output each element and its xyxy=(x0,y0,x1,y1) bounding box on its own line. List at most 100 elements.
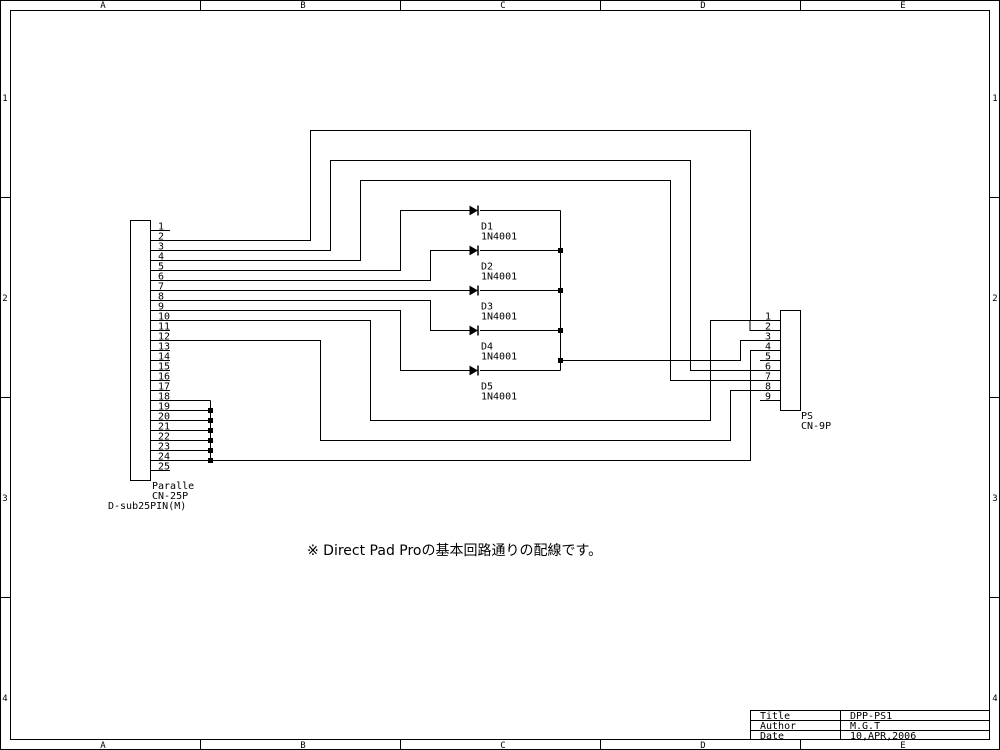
title-value: DPP-PS1 xyxy=(850,711,892,722)
col-label-top: A xyxy=(100,1,106,11)
row-label-left: 4 xyxy=(2,694,7,704)
ps-pin-label: 2 xyxy=(765,322,771,333)
ps-pin-label: 5 xyxy=(765,352,771,363)
col-label-bottom: B xyxy=(300,741,305,750)
circuit-note: ※ Direct Pad Proの基本回路通りの配線です。 xyxy=(307,542,602,559)
diode-triangle xyxy=(469,245,479,256)
diode-symbol xyxy=(469,325,479,336)
parallel-pin-label: 5 xyxy=(158,262,164,273)
col-label-top: D xyxy=(700,1,705,11)
wire-gnd-ps4 xyxy=(170,350,760,461)
junction-dot xyxy=(558,358,563,363)
title-block-text: Title DPP-PS1 Author M.G.T Date 10,APR,2… xyxy=(760,711,916,742)
diode-triangle xyxy=(469,285,479,296)
parallel-pin-label: 9 xyxy=(158,302,164,313)
diode-part: 1N4001 xyxy=(481,232,517,243)
row-label-left: 1 xyxy=(2,94,7,104)
date-label: Date xyxy=(760,731,784,742)
parallel-pin-label: 15 xyxy=(158,362,170,373)
col-label-bottom: C xyxy=(500,741,505,750)
diode-part: 1N4001 xyxy=(481,312,517,323)
wires xyxy=(170,130,760,461)
wire-p3-ps7 xyxy=(170,160,760,371)
col-label-top: C xyxy=(500,1,505,11)
ps-pin-label: 8 xyxy=(765,382,771,393)
ps-connector-body xyxy=(780,310,801,411)
parallel-pin-label: 3 xyxy=(158,242,164,253)
col-label-top: E xyxy=(900,1,905,11)
ps-pin-label: 3 xyxy=(765,332,771,343)
ps-connector-name: PS xyxy=(801,411,813,422)
row-label-right: 3 xyxy=(992,494,997,504)
wire-p10-ps2 xyxy=(170,320,760,421)
ps-pin-label: 6 xyxy=(765,362,771,373)
frame-column-labels: A B C D E A B C D E xyxy=(100,1,905,750)
parallel-pin-label: 2 xyxy=(158,232,164,243)
diode-ref: D5 xyxy=(481,382,493,393)
wire-p5-d1 xyxy=(170,210,470,271)
row-label-left: 3 xyxy=(2,494,7,504)
diode-triangle xyxy=(469,365,479,376)
parallel-pin-label: 20 xyxy=(158,412,170,423)
ps-pin-label: 9 xyxy=(765,392,771,403)
junction-dot xyxy=(208,448,213,453)
diode-ref: D2 xyxy=(481,262,493,273)
diode-symbol xyxy=(469,365,479,376)
parallel-pin-label: 17 xyxy=(158,382,170,393)
wire-p2-ps1 xyxy=(170,130,760,321)
junction-dot xyxy=(558,248,563,253)
parallel-connector-part: CN-25P xyxy=(152,491,188,502)
author-value: M.G.T xyxy=(850,721,880,732)
wire-p4-ps8 xyxy=(170,180,760,381)
wire-p6-d2 xyxy=(170,250,470,281)
parallel-pin-label: 12 xyxy=(158,332,170,343)
row-label-right: 4 xyxy=(992,694,997,704)
parallel-pin-label: 18 xyxy=(158,392,170,403)
parallel-pin-stubs xyxy=(150,230,170,471)
title-label: Title xyxy=(760,711,790,722)
parallel-pin-label: 19 xyxy=(158,402,170,413)
diode-ref: D3 xyxy=(481,302,493,313)
col-label-top: B xyxy=(300,1,305,11)
diode-symbol xyxy=(469,205,479,216)
junction-dot xyxy=(558,328,563,333)
wire-bus-ps3 xyxy=(560,340,760,361)
parallel-pin-label: 23 xyxy=(158,442,170,453)
diode-symbol xyxy=(469,245,479,256)
author-label: Author xyxy=(760,721,796,732)
parallel-connector-name: Paralle xyxy=(152,481,194,492)
parallel-pin-label: 25 xyxy=(158,462,170,473)
row-label-right: 2 xyxy=(992,294,997,304)
date-value: 10,APR,2006 xyxy=(850,731,916,742)
parallel-pin-label: 6 xyxy=(158,272,164,283)
junction-dot xyxy=(208,408,213,413)
frame-row-labels: 1 2 3 4 1 2 3 4 xyxy=(2,94,997,704)
parallel-pin-label: 4 xyxy=(158,252,164,263)
diode-part: 1N4001 xyxy=(481,392,517,403)
parallel-pin-label: 7 xyxy=(158,282,164,293)
junction-dot xyxy=(558,288,563,293)
wire-p9-d5 xyxy=(170,310,470,371)
parallel-pin-label: 24 xyxy=(158,452,170,463)
parallel-pin-label: 16 xyxy=(158,372,170,383)
diode-ref: D1 xyxy=(481,222,493,233)
diode-part: 1N4001 xyxy=(481,272,517,283)
parallel-connector-body xyxy=(130,220,151,481)
col-label-bottom: D xyxy=(700,741,705,750)
diode-symbol xyxy=(469,285,479,296)
parallel-connector-desc: D-sub25PIN(M) xyxy=(108,501,186,512)
junction-dot xyxy=(208,438,213,443)
diode-ref: D4 xyxy=(481,342,493,353)
title-block xyxy=(750,710,990,740)
ground-ties xyxy=(170,410,211,461)
ps-pin-stubs xyxy=(760,320,780,401)
ps-pin-label: 1 xyxy=(765,312,771,323)
col-label-bottom: A xyxy=(100,741,106,750)
diode-triangle xyxy=(469,205,479,216)
parallel-pin-label: 14 xyxy=(158,352,170,363)
row-label-left: 2 xyxy=(2,294,7,304)
parallel-pin-label: 13 xyxy=(158,342,170,353)
